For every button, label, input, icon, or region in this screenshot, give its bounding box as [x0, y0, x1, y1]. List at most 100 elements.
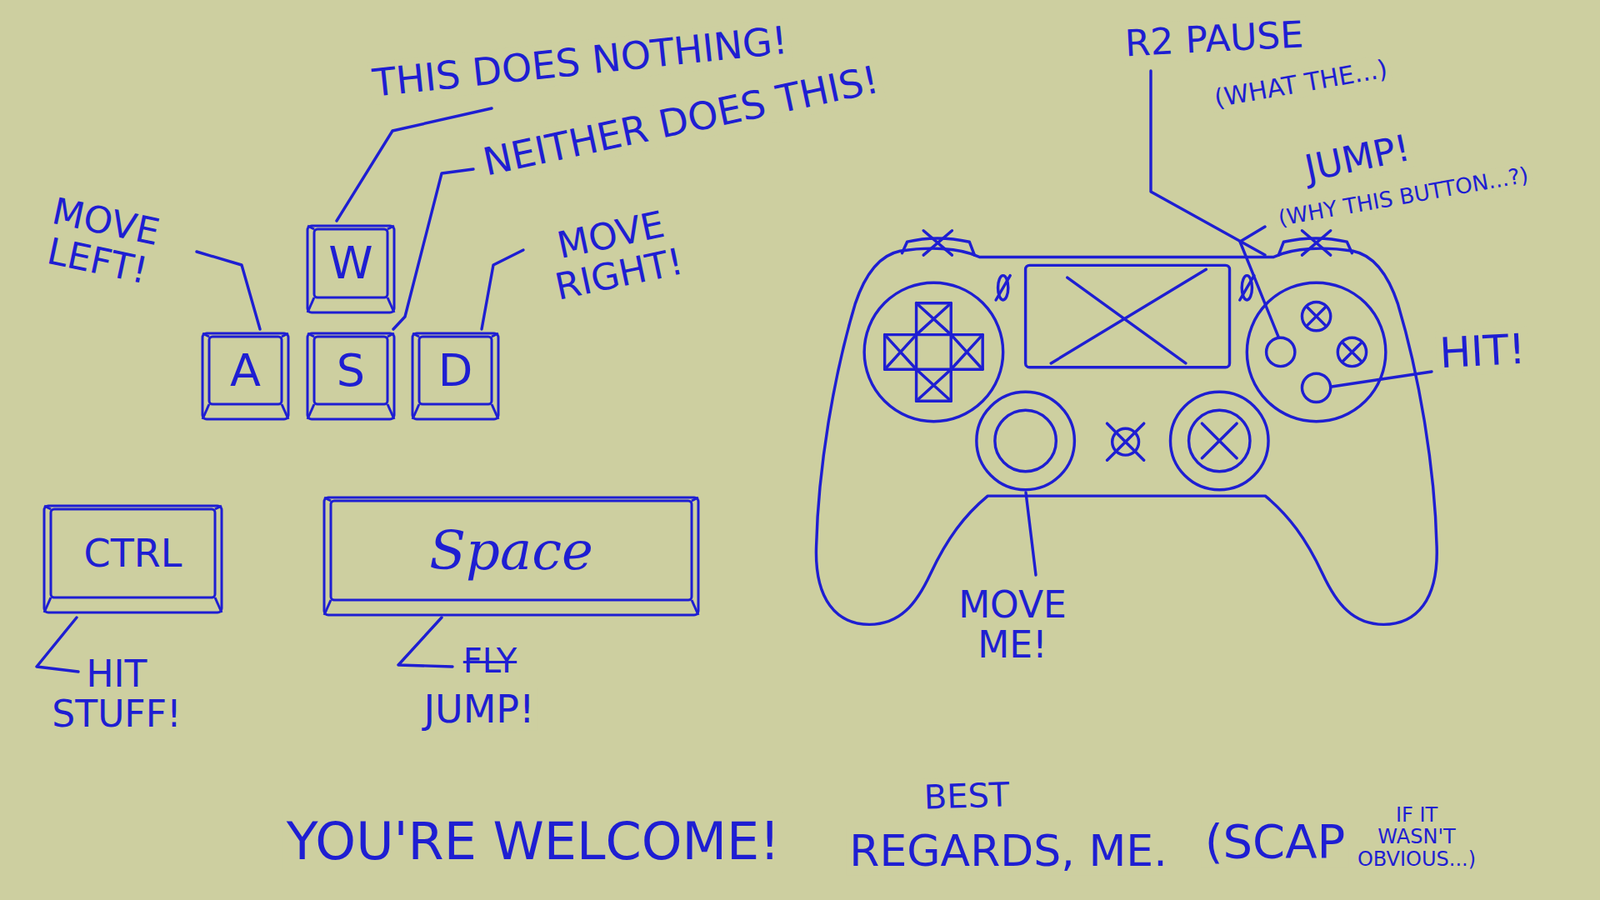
leader-line	[398, 617, 453, 667]
annotation-text: (SCAP	[1201, 815, 1350, 868]
keycap-bevel	[281, 404, 289, 420]
annotation-text: JUMP!	[1298, 126, 1417, 190]
leader-line	[1025, 492, 1036, 575]
dpad-divider	[916, 335, 952, 370]
annotation-text: YOU'RE WELCOME!	[283, 813, 784, 870]
cross-mark	[1240, 275, 1255, 300]
face-button	[1266, 337, 1295, 366]
key-cap: S	[305, 331, 396, 421]
keycap-base	[44, 505, 222, 613]
keycap-base	[412, 333, 499, 420]
keycap-bevel	[202, 333, 210, 337]
annotation-text: BEST	[920, 775, 1014, 816]
touchpad	[1025, 265, 1230, 367]
key-cap: A	[200, 331, 290, 421]
keycap-bevel	[202, 404, 210, 420]
gamepad-body	[815, 248, 1437, 625]
leader-line	[1331, 371, 1432, 387]
cross-mark	[1107, 423, 1145, 460]
cross-mark	[1342, 342, 1361, 361]
annotation-text: HIT STUFF!	[33, 654, 200, 735]
keycap-drawing	[324, 497, 699, 615]
keycap-face	[50, 509, 215, 598]
leader-line	[1240, 226, 1279, 337]
cross-mark	[885, 303, 984, 402]
right-stick	[1170, 391, 1269, 490]
keycap-bevel	[215, 505, 222, 510]
leader-line	[336, 108, 492, 221]
keycap-drawing	[307, 333, 395, 420]
key-label: Space	[429, 524, 594, 578]
keycap-bevel	[324, 600, 331, 615]
keycap-bevel	[44, 597, 51, 613]
dpad-well	[864, 282, 1004, 422]
key-label: S	[336, 348, 365, 394]
keycap-drawing	[307, 225, 395, 313]
keycap-face	[330, 500, 692, 600]
keycap-bevel	[307, 297, 315, 313]
key-label: CTRL	[84, 534, 183, 573]
keycap-base	[307, 225, 395, 313]
keycap-bevel	[691, 600, 699, 615]
keycap-bevel	[387, 297, 395, 313]
gamepad-drawing	[815, 230, 1437, 625]
keycap-bevel	[387, 404, 395, 420]
annotation-text: R2 PAUSE	[1120, 14, 1309, 65]
face-buttons-well	[1246, 282, 1386, 422]
annotation-text: MOVE LEFT!	[21, 186, 181, 296]
keycap-base	[307, 333, 395, 420]
leader-lines	[36, 70, 1432, 672]
annotation-text: REGARDS, ME.	[845, 827, 1170, 875]
keycap-drawing	[412, 333, 499, 420]
keycap-face	[314, 336, 388, 405]
keycap-face	[209, 336, 282, 405]
keycap-bevel	[691, 497, 699, 501]
keycap-bevel	[324, 497, 331, 501]
keycap-face	[314, 229, 388, 298]
leader-line	[196, 251, 260, 330]
keycap-bevel	[307, 404, 315, 420]
keycap-bevel	[215, 597, 222, 613]
cross-mark	[1307, 307, 1326, 326]
key-cap: D	[410, 331, 500, 421]
key-label: A	[230, 348, 261, 394]
key-label: W	[328, 240, 373, 286]
right-stick-cap	[1189, 410, 1250, 471]
keycap-bevel	[412, 404, 420, 420]
annotation-text: FLY	[460, 642, 520, 680]
cross-mark	[1301, 230, 1330, 255]
keycap-bevel	[281, 333, 289, 337]
annotation-text: MOVE ME!	[950, 585, 1075, 666]
cross-mark	[923, 230, 952, 255]
face-button	[1301, 301, 1330, 330]
keycap-drawing	[44, 505, 222, 613]
annotation-text: HIT!	[1435, 326, 1530, 378]
leader-line	[36, 617, 79, 672]
keycap-drawing	[202, 333, 289, 420]
key-cap: CTRL	[42, 504, 224, 615]
keycap-bevel	[307, 225, 315, 230]
annotation-text: (WHAT THE...)	[1209, 54, 1394, 113]
keycap-bevel	[307, 333, 315, 337]
keycap-bevel	[491, 404, 499, 420]
leader-line	[393, 169, 474, 330]
leader-line	[481, 250, 524, 330]
face-button	[1301, 373, 1330, 402]
keycap-base	[324, 497, 699, 615]
face-button	[1337, 337, 1366, 366]
cross-mark	[1050, 269, 1206, 364]
keycap-bevel	[44, 505, 51, 510]
annotation-text: IF IT WASN'T OBVIOUS...)	[1355, 804, 1479, 870]
keycap-base	[202, 333, 289, 420]
cross-mark	[1201, 423, 1237, 459]
left-stick-cap	[995, 410, 1056, 471]
key-label: D	[438, 348, 474, 394]
key-cap: Space	[322, 495, 700, 617]
keycap-bevel	[412, 333, 420, 337]
key-cap: W	[305, 224, 396, 315]
keycap-bevel	[491, 333, 499, 337]
left-stick	[976, 391, 1075, 490]
keycap-face	[419, 336, 492, 405]
